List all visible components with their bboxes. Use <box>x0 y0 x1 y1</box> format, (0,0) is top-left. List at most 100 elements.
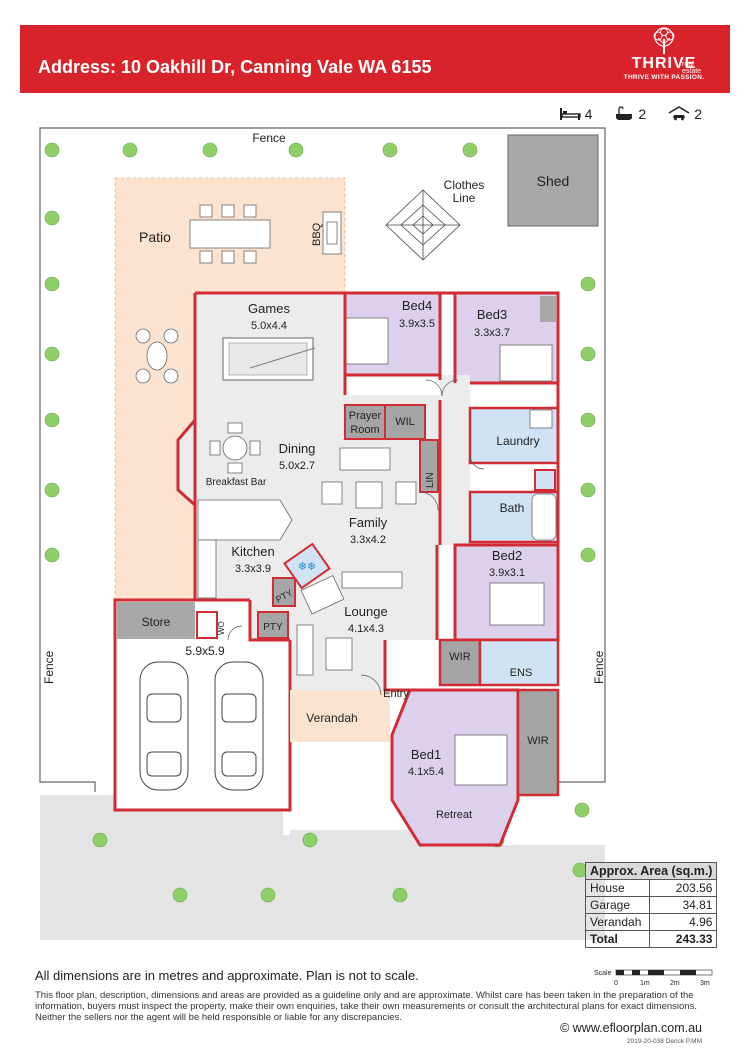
dimension-note: All dimensions are in metres and approxi… <box>35 968 419 983</box>
pantry-1 <box>272 577 296 607</box>
armchair <box>300 575 345 615</box>
lounge-sofa <box>341 571 403 589</box>
lot-fence <box>39 127 606 792</box>
svg-text:2m: 2m <box>670 980 680 987</box>
svg-text:0: 0 <box>614 980 618 987</box>
kitchen-label: Kitchen <box>231 544 274 559</box>
property-specs: 4 2 2 <box>559 106 702 122</box>
pty-2-label: PTY <box>263 622 283 633</box>
bed3-dim: 3.3x3.7 <box>474 327 510 339</box>
wir-1-label: WIR <box>449 651 470 663</box>
clothes-line-label-2: Line <box>453 191 476 205</box>
coffee-table <box>355 481 383 509</box>
bed4-dim: 3.9x3.5 <box>399 318 435 330</box>
property-address: Address: 10 Oakhill Dr, Canning Vale WA … <box>38 57 432 77</box>
disclaimer: This floor plan, description, dimensions… <box>35 990 697 1023</box>
bed-icon <box>559 108 581 120</box>
bbq <box>322 211 342 255</box>
wir-1 <box>438 638 482 687</box>
store <box>117 602 195 639</box>
hallway <box>440 375 470 545</box>
bathroom-count: 2 <box>614 106 646 122</box>
kitchen-dim: 3.3x3.9 <box>235 563 271 575</box>
bed2-dim: 3.9x3.1 <box>489 567 525 579</box>
entry-label: Entry <box>383 688 409 700</box>
laundry-label: Laundry <box>496 434 539 448</box>
wil-label: WIL <box>395 416 415 428</box>
copyright-link[interactable]: © www.efloorplan.com.au <box>560 1021 702 1035</box>
bbq-label: BBQ <box>311 222 323 246</box>
lin-label: LIN <box>425 472 436 488</box>
bedroom-count: 4 <box>559 106 592 122</box>
wir-2-label: WIR <box>527 735 548 747</box>
plan-code: 2019-20-038 Derick P.MM <box>626 1038 702 1045</box>
bed2-label: Bed2 <box>492 548 522 563</box>
living-area <box>195 293 440 690</box>
brand-tagline: THRIVE WITH PASSION. <box>623 74 705 81</box>
lounge-dim: 4.1x4.3 <box>348 623 384 635</box>
wo-label: WO <box>217 621 226 635</box>
scale-bar-graphic: Scale 0 1m 2m 3m <box>594 969 713 987</box>
clothes-line-label-1: Clothes <box>444 178 485 192</box>
bed1-label: Bed1 <box>411 747 441 762</box>
bath-icon <box>616 106 633 120</box>
shed-label: Shed <box>537 173 570 189</box>
svg-text:Scale: Scale <box>594 970 612 977</box>
patio-label: Patio <box>139 229 171 245</box>
breakfast-bar <box>197 499 293 541</box>
linen <box>419 439 439 493</box>
wir-2 <box>516 688 560 797</box>
svg-text:3m: 3m <box>700 980 710 987</box>
dining-dim: 5.0x2.7 <box>279 460 315 472</box>
fridge-area <box>283 542 331 590</box>
dining-label: Dining <box>279 441 316 456</box>
snowflake-icon: ❄❄ <box>298 561 316 573</box>
prayer-label-1: Prayer <box>349 410 382 422</box>
dining-bay <box>176 415 197 509</box>
door-swings <box>227 379 485 696</box>
garage-dim: 5.9x5.9 <box>185 644 225 658</box>
retreat-label: Retreat <box>436 809 472 821</box>
tree-logo-icon <box>653 27 675 54</box>
ensuite <box>478 638 560 687</box>
pantry-2 <box>257 611 289 639</box>
bath-label: Bath <box>500 501 525 515</box>
family-dim: 3.3x4.2 <box>350 534 386 546</box>
family-label: Family <box>349 515 388 530</box>
fence-right-label: Fence <box>592 650 606 684</box>
store-label: Store <box>142 615 171 629</box>
svg-text:1m: 1m <box>640 980 650 987</box>
bed1-dim: 4.1x5.4 <box>408 766 444 778</box>
games-label: Games <box>248 301 290 316</box>
breakfast-bar-label: Breakfast Bar <box>206 477 267 488</box>
scale-bar: Scale 0 1m 2m 3m <box>594 968 714 992</box>
garage-count: 2 <box>668 106 702 122</box>
area-table-title: Approx. Area (sq.m.) <box>584 862 718 880</box>
wall-oven <box>196 611 218 639</box>
patio-round-table <box>135 328 179 384</box>
fence-left-label: Fence <box>42 650 56 684</box>
fence-top-label: Fence <box>252 131 286 145</box>
floor-plan: Shed Clothes Line Patio BBQ Store 5.9x5.… <box>39 127 606 940</box>
header-banner: Address: 10 Oakhill Dr, Canning Vale WA … <box>20 25 730 93</box>
verandah-label: Verandah <box>306 711 357 725</box>
wil <box>384 404 426 440</box>
front-yard <box>40 795 605 940</box>
brand-name: THRIVE <box>631 55 697 72</box>
lounge-label: Lounge <box>344 604 387 619</box>
shed <box>507 134 599 227</box>
ens-label: ENS <box>510 667 533 679</box>
bed3-label: Bed3 <box>477 307 507 322</box>
dining-table <box>209 422 261 474</box>
bed4-label: Bed4 <box>402 298 432 313</box>
games-dim: 5.0x4.4 <box>251 320 287 332</box>
patio-table <box>189 204 271 264</box>
prayer-label-2: Room <box>350 424 379 436</box>
